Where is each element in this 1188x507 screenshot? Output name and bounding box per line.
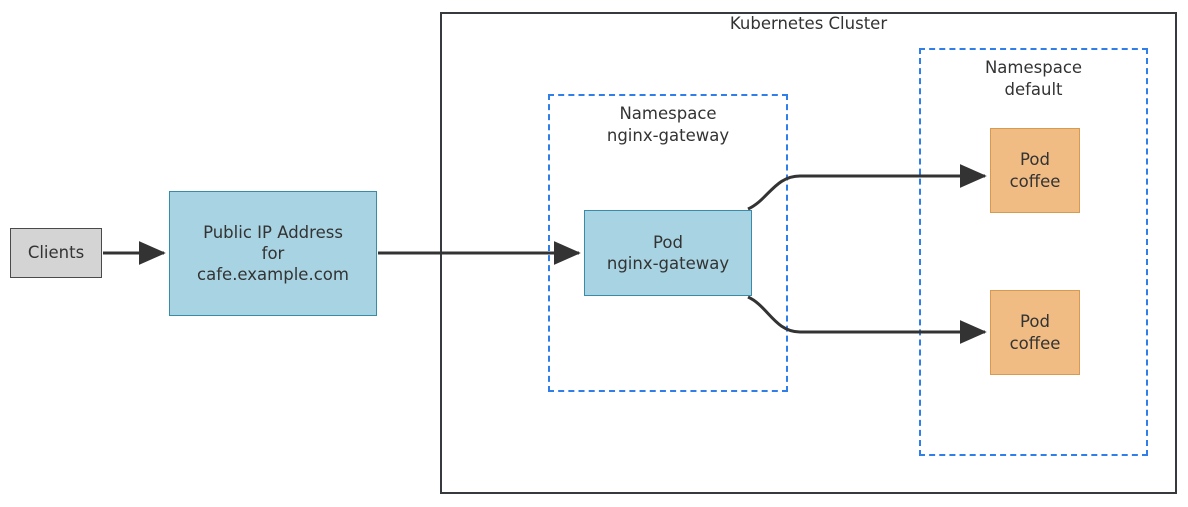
node-pod-coffee-2[interactable]: Pod coffee [990, 290, 1080, 375]
node-pod-coffee-1[interactable]: Pod coffee [990, 128, 1080, 213]
node-pod-nginx-gateway[interactable]: Pod nginx-gateway [584, 210, 752, 296]
namespace-frame-default [919, 48, 1148, 456]
kubernetes-cluster-title: Kubernetes Cluster [729, 14, 888, 33]
namespace-label-default: Namespace default [984, 58, 1083, 99]
namespace-frame-nginx-gateway [548, 94, 788, 392]
node-clients[interactable]: Clients [10, 228, 102, 278]
namespace-label-nginx-gateway: Namespace nginx-gateway [606, 104, 730, 145]
node-public-ip-address[interactable]: Public IP Address for cafe.example.com [169, 191, 377, 316]
